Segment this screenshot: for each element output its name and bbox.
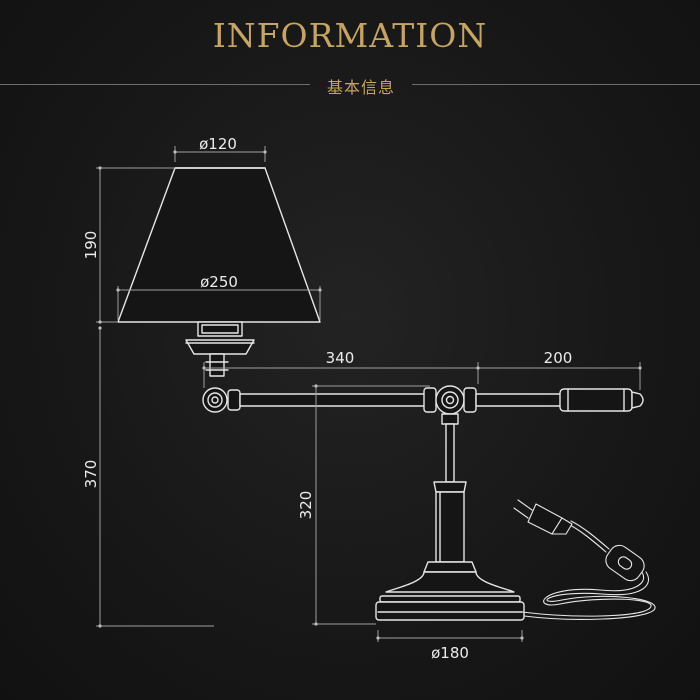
dimension-lines bbox=[96, 146, 641, 642]
lamp-socket bbox=[185, 321, 255, 377]
stem-height-label: 320 bbox=[297, 491, 315, 520]
lamp-stem bbox=[385, 413, 515, 593]
subtitle-divider-left bbox=[0, 84, 310, 85]
dimension-ticks bbox=[98, 150, 642, 640]
shade-top-diameter-label: ø120 bbox=[199, 135, 237, 153]
subtitle-divider-right bbox=[412, 84, 700, 85]
lamp-shade bbox=[117, 167, 321, 323]
base-diameter-label: ø180 bbox=[431, 644, 469, 662]
arm-front-length-label: 200 bbox=[544, 349, 573, 367]
shade-bottom-diameter-label: ø250 bbox=[200, 273, 238, 291]
page-title: INFORMATION bbox=[212, 16, 488, 55]
shade-height-label: 190 bbox=[82, 231, 100, 260]
page-subtitle: 基本信息 bbox=[326, 78, 395, 97]
subtitle-row: 基本信息 bbox=[0, 74, 700, 97]
total-height-label: 370 bbox=[82, 460, 100, 489]
arm-rear-length-label: 340 bbox=[326, 349, 355, 367]
lamp-base bbox=[375, 595, 525, 621]
power-cord bbox=[513, 499, 656, 620]
lamp-arm bbox=[202, 385, 644, 415]
